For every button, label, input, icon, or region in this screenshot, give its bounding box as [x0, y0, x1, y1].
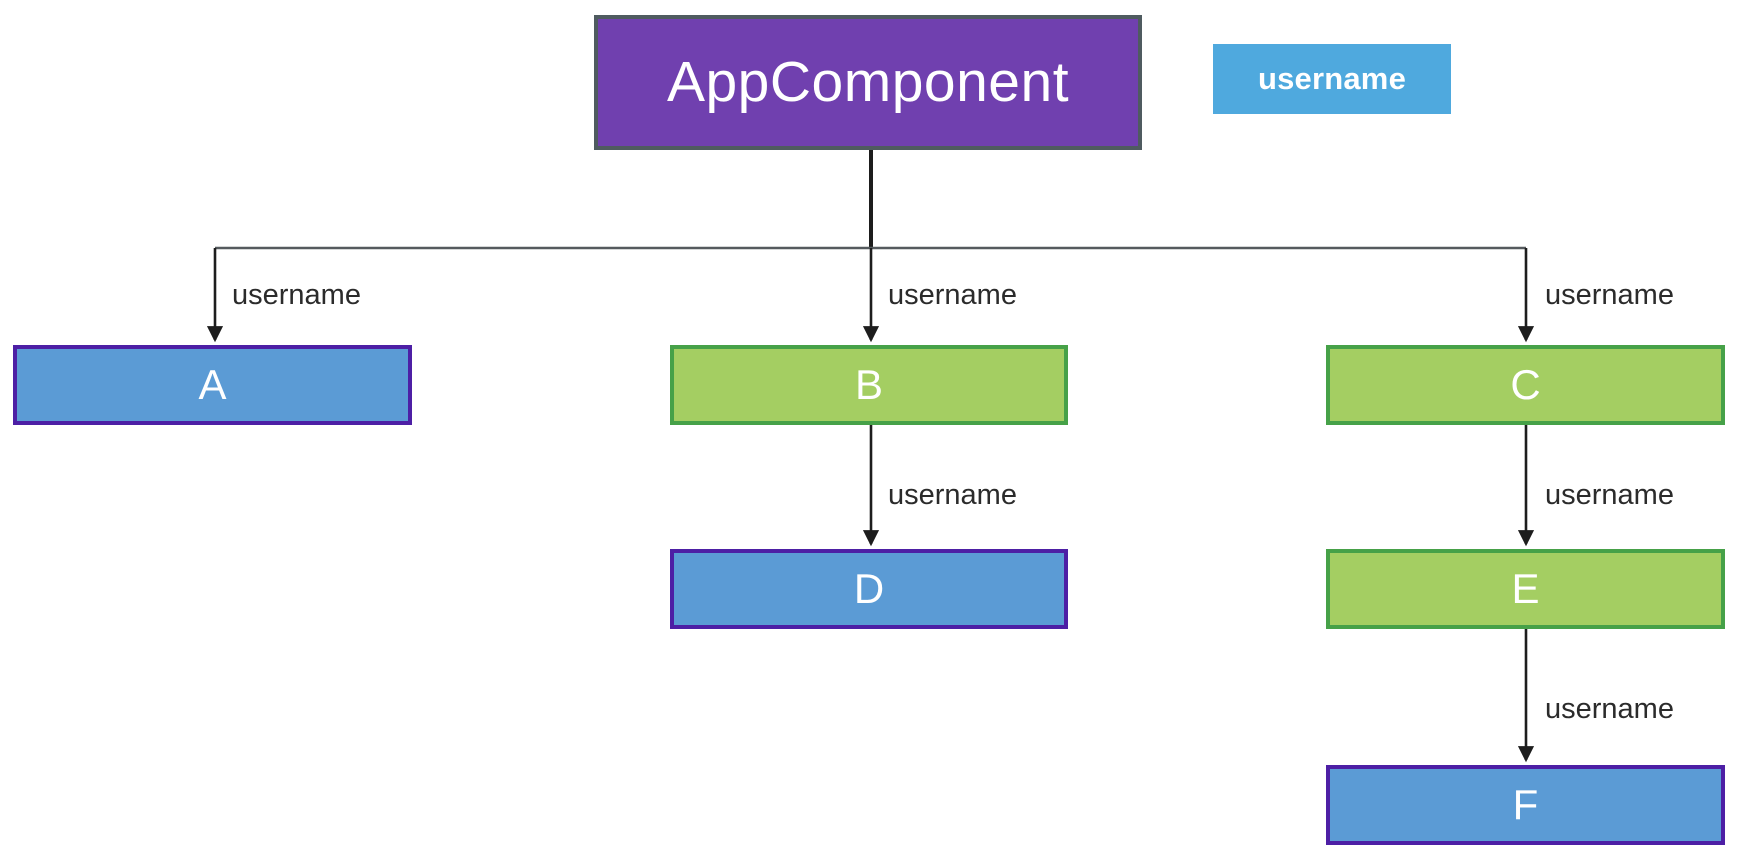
node-a[interactable]: A	[13, 345, 412, 425]
edge-label-root-to-a: username	[232, 279, 361, 311]
edge-label-e-to-f: username	[1545, 693, 1674, 725]
badge-username[interactable]: username	[1213, 44, 1451, 114]
edge-label-root-to-c: username	[1545, 279, 1674, 311]
node-appcomponent[interactable]: AppComponent	[594, 15, 1142, 150]
node-e[interactable]: E	[1326, 549, 1725, 629]
edge-label-b-to-d: username	[888, 479, 1017, 511]
node-d[interactable]: D	[670, 549, 1068, 629]
node-a-label: A	[198, 361, 227, 408]
node-e-label: E	[1511, 565, 1540, 612]
node-c-label: C	[1510, 361, 1541, 408]
node-b[interactable]: B	[670, 345, 1068, 425]
node-b-label: B	[854, 361, 883, 408]
edge-label-root-to-b: username	[888, 279, 1017, 311]
node-f-label: F	[1512, 781, 1539, 828]
node-d-label: D	[853, 565, 885, 612]
node-appcomponent-label: AppComponent	[666, 50, 1070, 114]
edge-label-c-to-e: username	[1545, 479, 1674, 511]
badge-username-label: username	[1257, 61, 1407, 96]
node-f[interactable]: F	[1326, 765, 1725, 845]
node-c[interactable]: C	[1326, 345, 1725, 425]
